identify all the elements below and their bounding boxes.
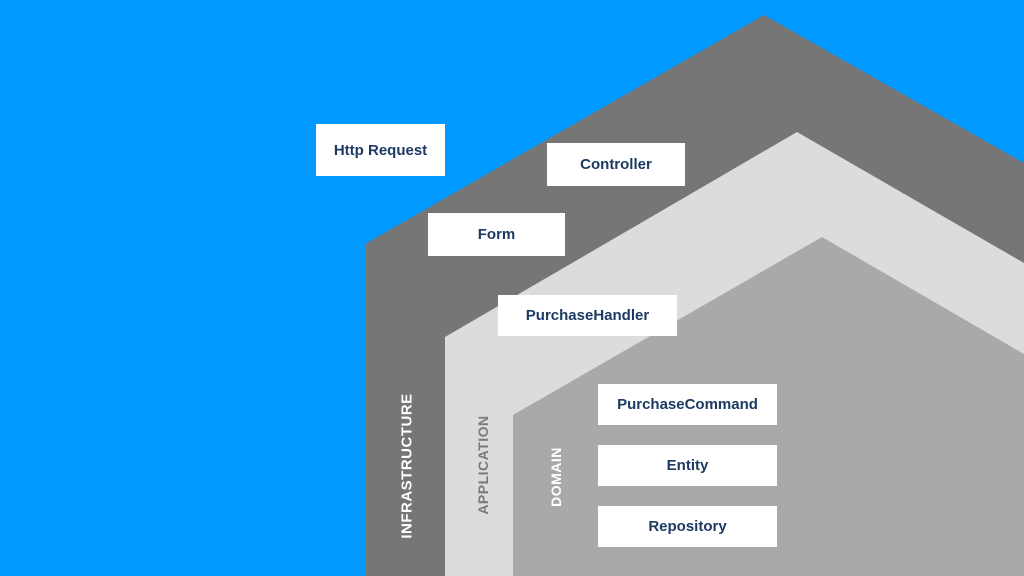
form-box: Form bbox=[428, 213, 565, 256]
application-label: APPLICATION bbox=[475, 415, 491, 515]
purchase-handler-box: PurchaseHandler bbox=[498, 295, 677, 336]
infrastructure-label: INFRASTRUCTURE bbox=[398, 393, 416, 539]
domain-label: DOMAIN bbox=[548, 447, 564, 507]
repository-box: Repository bbox=[598, 506, 777, 547]
purchase-command-box: PurchaseCommand bbox=[598, 384, 777, 425]
controller-box: Controller bbox=[547, 143, 685, 186]
http-request-box: Http Request bbox=[316, 124, 445, 176]
entity-box: Entity bbox=[598, 445, 777, 486]
